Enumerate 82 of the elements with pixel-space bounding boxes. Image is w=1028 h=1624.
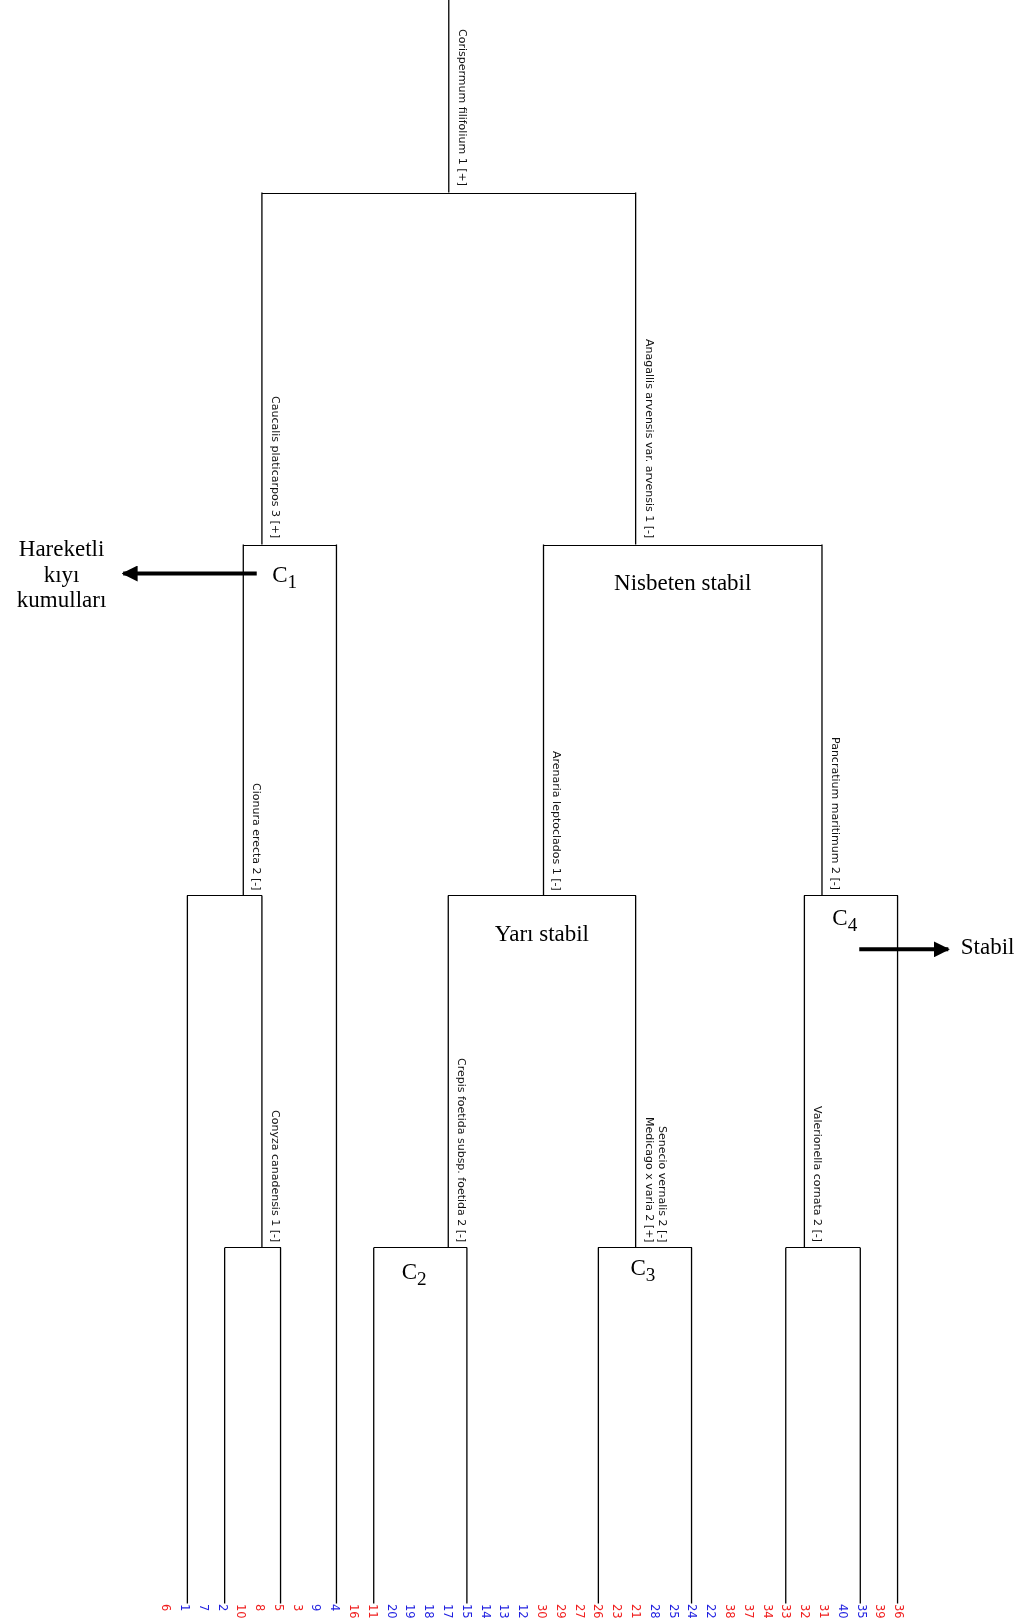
sample-number: 17 <box>441 1603 454 1619</box>
sample-number: 36 <box>892 1603 905 1619</box>
branch-line <box>821 543 823 897</box>
cluster-label: C$_{2}$ <box>373 1247 467 1293</box>
branch-line <box>466 1246 468 1605</box>
sample-number: 26 <box>591 1603 604 1619</box>
arrow <box>859 941 950 958</box>
group-label: Stabil <box>950 933 1025 965</box>
sample-number: 13 <box>497 1603 510 1619</box>
sample-number: 15 <box>460 1603 472 1619</box>
branch-line <box>635 191 637 546</box>
sample-number: 16 <box>347 1603 360 1619</box>
branch-line <box>335 543 338 1605</box>
species-label: Caucalis platicarpos 3 [+] <box>268 396 282 539</box>
sample-number: 12 <box>516 1603 529 1619</box>
sample-number: 20 <box>385 1603 397 1619</box>
branch-line <box>635 894 637 1249</box>
species-label: Senecio vernalis 2 [-] Medicago x varia 2 [+] <box>641 1115 670 1243</box>
sample-number: 19 <box>403 1603 416 1619</box>
sample-number: 23 <box>610 1603 623 1619</box>
sample-number: 37 <box>742 1603 754 1619</box>
branch-line <box>261 894 263 1249</box>
branch-line <box>690 1246 693 1605</box>
branch-line <box>785 1246 787 1605</box>
species-label: Corispermum filifolium 1 [+] <box>455 29 470 187</box>
sample-number: 28 <box>648 1603 660 1619</box>
species-label: Conyza canadensis 1 [-] <box>268 1110 282 1243</box>
sample-number: 34 <box>761 1603 773 1619</box>
species-label: Anagallis arvensis var. arvensis 1 [-] <box>641 339 656 539</box>
sample-number: 5 <box>272 1603 284 1611</box>
branch-line <box>803 894 806 1249</box>
sample-number: 18 <box>422 1603 435 1619</box>
sample-number: 10 <box>234 1603 247 1619</box>
branch-line <box>224 1246 226 1605</box>
branch-line <box>186 894 189 1605</box>
cluster-label: C$_{1}$ <box>243 544 337 593</box>
sample-number: 30 <box>535 1603 547 1619</box>
branch-line <box>859 1246 861 1605</box>
branch-line <box>447 894 449 1249</box>
sample-number: 33 <box>779 1603 792 1619</box>
sample-number: 32 <box>798 1603 811 1619</box>
sample-number: 31 <box>817 1603 829 1619</box>
sample-number: 7 <box>197 1603 209 1611</box>
sample-number: 3 <box>291 1603 303 1611</box>
branch-bracket <box>261 192 636 197</box>
branch-line <box>542 543 545 897</box>
sample-number: 24 <box>685 1603 698 1619</box>
arrow <box>121 565 257 582</box>
branch-line <box>373 1246 375 1605</box>
cluster-label: Nisbeten stabil <box>543 544 822 603</box>
branch-line <box>261 191 263 546</box>
sample-number: 14 <box>479 1603 491 1619</box>
cluster-label: C$_{4}$ <box>804 895 898 942</box>
sample-number: 2 <box>216 1603 228 1611</box>
sample-number: 6 <box>159 1603 172 1611</box>
branch-line <box>896 894 899 1605</box>
sample-number: 11 <box>366 1603 378 1619</box>
sample-number: 38 <box>723 1603 735 1619</box>
branch-line <box>242 543 244 897</box>
sample-number: 39 <box>873 1603 886 1619</box>
sample-number: 35 <box>855 1603 867 1619</box>
group-label: Hareketli kıyı kumulları <box>2 536 122 630</box>
sample-number: 4 <box>328 1603 341 1611</box>
sample-number: 1 <box>178 1603 190 1611</box>
branch-line <box>597 1246 599 1605</box>
species-label: Pancratium maritimum 2 [-] <box>828 737 842 891</box>
species-label: Arenaria leptoclados 1 [-] <box>549 750 564 891</box>
sample-number: 40 <box>836 1603 848 1619</box>
sample-number: 29 <box>554 1603 566 1619</box>
sample-number: 22 <box>704 1603 717 1619</box>
sample-number: 9 <box>310 1603 322 1611</box>
branch-line <box>448 0 450 194</box>
species-label: Valerionella cornata 2 [-] <box>810 1106 825 1243</box>
sample-number: 25 <box>667 1603 679 1619</box>
sample-number: 21 <box>629 1603 641 1619</box>
cluster-label: C$_{3}$ <box>598 1247 692 1293</box>
species-label: Cionura erecta 2 [-] <box>249 782 264 891</box>
branch-line <box>279 1246 282 1605</box>
sample-number: 8 <box>253 1603 266 1611</box>
cluster-label: Yarı stabil <box>448 895 636 954</box>
species-label: Crepis foetida subsp. foetida 2 [-] <box>454 1057 469 1243</box>
sample-number: 27 <box>573 1603 585 1619</box>
